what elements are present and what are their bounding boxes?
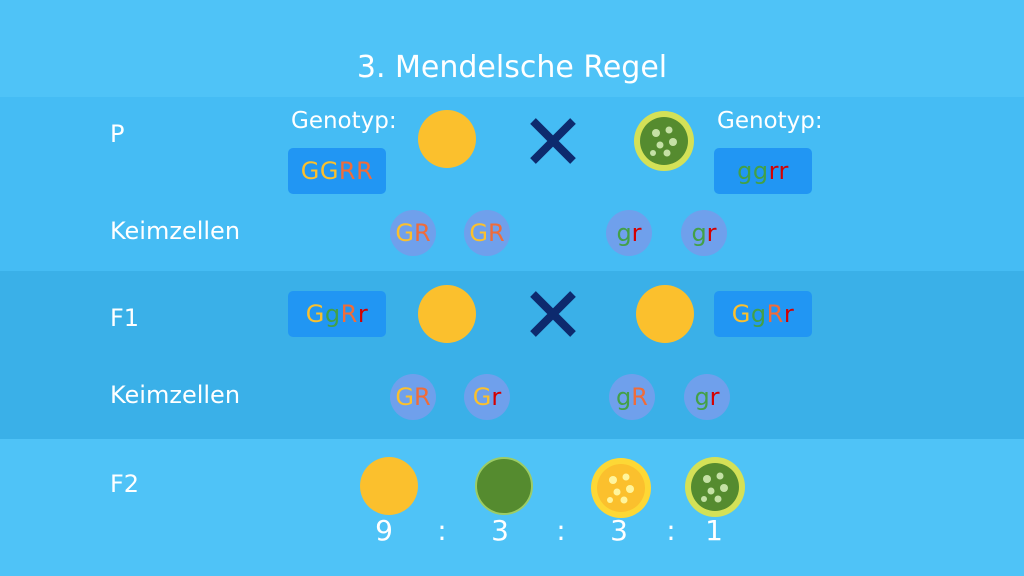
allele-letter: R — [356, 157, 374, 185]
ratio-separator: : — [666, 514, 676, 547]
row-label-f1: F1 — [110, 304, 140, 332]
allele-letter: g — [691, 219, 707, 247]
cross-icon — [527, 288, 579, 344]
allele-letter: r — [631, 219, 642, 247]
genotype-label-right: Genotyp: — [717, 108, 823, 134]
allele-letter: g — [737, 157, 753, 185]
gamete-p-1: GR — [390, 210, 436, 256]
row-label-keimzellen-f1: Keimzellen — [110, 381, 241, 409]
allele-letter: g — [694, 383, 710, 411]
allele-letter: r — [491, 383, 502, 411]
allele-letter: G — [305, 300, 325, 328]
pea-icon — [633, 110, 695, 172]
p-genotype-right: ggrr — [714, 148, 812, 194]
p-generation-band — [0, 97, 1024, 271]
page-title: 3. Mendelsche Regel — [356, 50, 668, 85]
allele-letter: g — [750, 300, 767, 328]
allele-letter: R — [413, 219, 431, 247]
allele-letter: g — [752, 157, 769, 185]
gamete-f1-2: Gr — [464, 374, 510, 420]
allele-letter: G — [300, 157, 320, 185]
pea-icon — [474, 456, 534, 516]
gamete-f1-1: GR — [390, 374, 436, 420]
allele-letter: r — [778, 157, 789, 185]
ratio-value: 3 — [610, 514, 628, 547]
allele-letter: r — [706, 219, 717, 247]
pea-icon — [635, 284, 695, 344]
allele-letter: G — [731, 300, 751, 328]
allele-letter: g — [616, 219, 632, 247]
row-label-keimzellen-p: Keimzellen — [110, 217, 241, 245]
allele-letter: R — [413, 383, 431, 411]
pea-icon — [417, 284, 477, 344]
row-label-p: P — [110, 120, 125, 148]
allele-letter: R — [631, 383, 648, 411]
allele-letter: r — [357, 300, 369, 328]
allele-letter: G — [395, 219, 414, 247]
allele-letter: r — [709, 383, 720, 411]
allele-letter: G — [319, 157, 339, 185]
gamete-p-4: gr — [681, 210, 727, 256]
allele-letter: r — [768, 157, 779, 185]
gamete-p-3: gr — [606, 210, 652, 256]
pea-icon — [684, 456, 746, 518]
pea-icon — [417, 109, 477, 169]
ratio-value: 1 — [705, 514, 723, 547]
allele-letter: g — [324, 300, 341, 328]
row-label-f2: F2 — [110, 470, 140, 498]
p-genotype-left: GGRR — [288, 148, 386, 194]
allele-letter: r — [783, 300, 795, 328]
allele-letter: R — [487, 219, 505, 247]
allele-letter: G — [395, 383, 414, 411]
f1-genotype-right: GgRr — [714, 291, 812, 337]
cross-icon — [527, 115, 579, 171]
allele-letter: R — [766, 300, 784, 328]
gamete-p-2: GR — [464, 210, 510, 256]
allele-letter: R — [340, 300, 358, 328]
ratio-separator: : — [556, 514, 566, 547]
gamete-f1-3: gR — [609, 374, 655, 420]
f1-generation-band — [0, 271, 1024, 439]
ratio-value: 9 — [375, 514, 393, 547]
ratio-value: 3 — [491, 514, 509, 547]
f1-genotype-left: GgRr — [288, 291, 386, 337]
allele-letter: g — [616, 383, 632, 411]
genotype-label-left: Genotyp: — [291, 108, 397, 134]
allele-letter: G — [469, 219, 488, 247]
gamete-f1-4: gr — [684, 374, 730, 420]
pea-icon — [589, 456, 653, 520]
allele-letter: G — [472, 383, 492, 411]
pea-icon — [359, 456, 419, 516]
ratio-separator: : — [437, 514, 447, 547]
allele-letter: R — [338, 157, 357, 185]
